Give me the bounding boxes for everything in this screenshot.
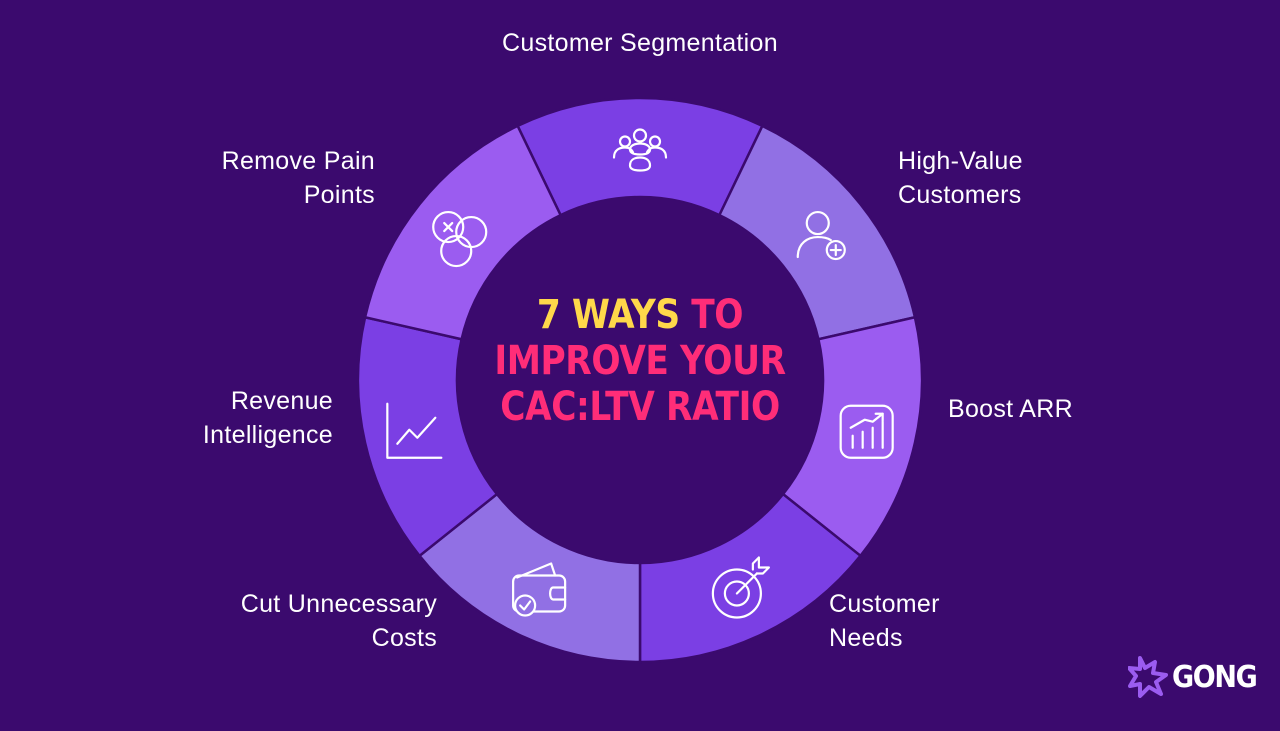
overlap-circles-icon	[432, 210, 488, 268]
target-icon	[711, 556, 770, 619]
title-seven-ways: 7 WAYS	[536, 292, 680, 338]
chart-growth-icon	[839, 404, 894, 459]
label-remove-pain-points: Remove Pain Points	[221, 147, 375, 209]
brand-logo: GONG	[1128, 656, 1266, 698]
title-to: TO	[691, 292, 744, 338]
label-revenue-intelligence: Revenue Intelligence	[202, 387, 333, 449]
center-title: 7 WAYS TO IMPROVE YOUR CAC:LTV RATIO	[468, 292, 812, 430]
label-customer-segmentation: Customer Segmentation	[502, 29, 778, 57]
label-cut-unnecessary-costs: Cut Unnecessary Costs	[240, 590, 437, 652]
title-line-3: CAC:LTV RATIO	[500, 384, 780, 430]
title-line-1: 7 WAYS TO	[468, 292, 812, 338]
brand-name: GONG	[1172, 659, 1258, 695]
label-boost-arr: Boost ARR	[948, 395, 1073, 423]
label-high-value-customers: High-Value Customers	[898, 147, 1023, 209]
title-line-2: IMPROVE YOUR	[494, 338, 786, 384]
line-chart-icon	[386, 402, 443, 459]
gong-starburst-icon	[1128, 656, 1168, 698]
label-customer-needs: Customer Needs	[829, 590, 940, 652]
user-plus-icon	[796, 210, 846, 261]
wallet-check-icon	[512, 562, 567, 617]
users-group-icon	[612, 128, 668, 172]
wheel-center	[457, 197, 823, 563]
